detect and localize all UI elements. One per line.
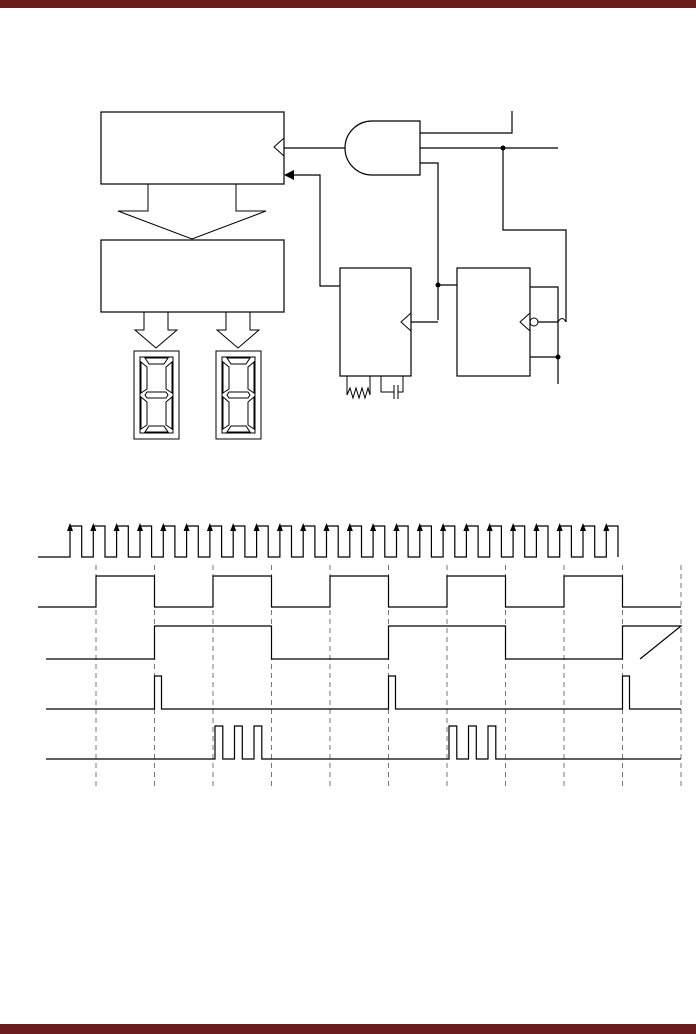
capacitor-icon xyxy=(380,376,404,399)
waveform-trace-2 xyxy=(46,625,683,660)
waveform-trace-1 xyxy=(38,575,681,608)
and-gate xyxy=(344,120,421,176)
decoder-to-display-left-arrow xyxy=(133,311,179,349)
clock-trace xyxy=(38,525,619,558)
waveform-trace-3 xyxy=(46,675,681,710)
inverted-clock-bubble-icon xyxy=(529,317,539,327)
flipflop-clock-input-icon xyxy=(519,312,531,332)
oscillator-block xyxy=(339,267,412,377)
counter-clock-input-icon xyxy=(273,137,285,157)
clock-waveform xyxy=(38,523,619,558)
page-footer-bar xyxy=(0,1024,696,1034)
counter-to-decoder-arrow xyxy=(117,183,267,240)
oscillator-clock-input-icon xyxy=(400,312,412,332)
resistor-icon xyxy=(346,376,371,400)
page-header-bar xyxy=(0,0,696,8)
counter-block xyxy=(100,111,285,185)
wire-crossover-icon xyxy=(557,318,567,323)
flip-flop-block xyxy=(456,267,531,377)
and-input-c-wire xyxy=(420,162,439,320)
junction-dot xyxy=(555,354,561,360)
flipflop-output-wire xyxy=(530,286,559,384)
feedback-wire xyxy=(502,148,567,322)
timing-waveforms xyxy=(38,575,683,760)
and-input-a-wire xyxy=(420,111,513,134)
seven-segment-display-right xyxy=(215,350,262,440)
oscillator-to-counter-wire xyxy=(290,174,340,287)
seven-segment-display-left xyxy=(133,350,180,440)
decoder-to-display-right-arrow xyxy=(215,311,261,349)
decoder-block xyxy=(100,239,285,313)
arrow-head-icon xyxy=(284,170,294,180)
waveform-trace-4 xyxy=(46,725,681,760)
